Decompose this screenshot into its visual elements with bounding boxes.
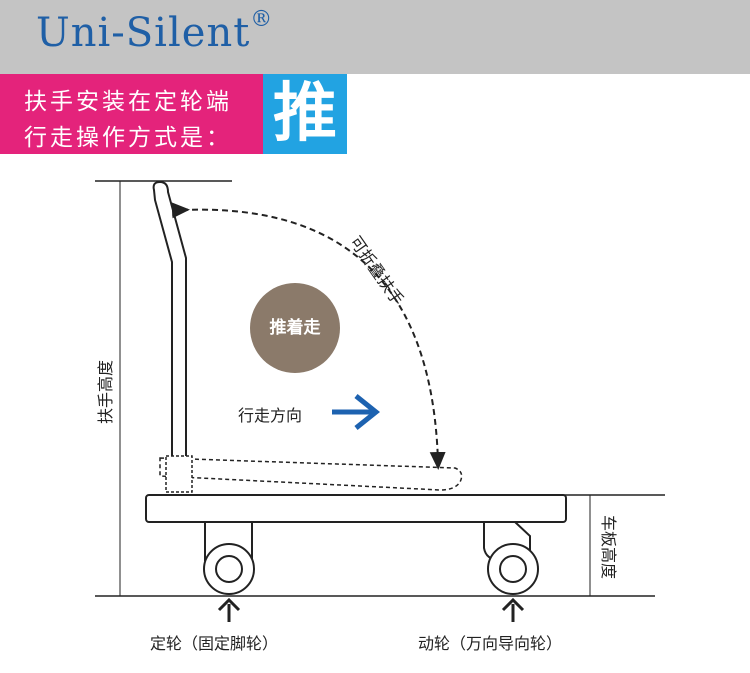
registered-mark: ® (250, 6, 274, 32)
trolley-deck (145, 494, 567, 523)
walk-badge-label: 推着走 (269, 318, 321, 338)
brand-logo: Uni-Silent® (36, 6, 274, 56)
fold-arc (171, 202, 446, 470)
walk-badge: 推着走 (250, 283, 340, 373)
brand-name: Uni-Silent (36, 10, 251, 56)
direction-arrow-icon (332, 394, 381, 430)
folded-handle-outline (159, 457, 463, 491)
header-bar: Uni-Silent® (0, 0, 750, 74)
swivel-wheel-arrow (501, 597, 525, 622)
banner-line-2: 行走操作方式是： (24, 125, 232, 151)
handle-height-label: 扶手高度 (96, 359, 116, 425)
fixed-wheel-hub (215, 555, 243, 583)
fixed-wheel-arrow (217, 597, 241, 622)
direction-label: 行走方向 (238, 406, 303, 425)
swivel-wheel-label: 动轮（万向导向轮） (418, 634, 563, 653)
banner-line-1: 扶手安装在定轮端 (24, 89, 232, 115)
push-character: 推 (273, 77, 337, 151)
trolley-handle (152, 180, 187, 489)
push-badge: 推 (263, 74, 347, 154)
handle-hinge (165, 455, 193, 493)
swivel-wheel-hub (499, 555, 527, 583)
fixed-wheel-label: 定轮（固定脚轮） (150, 634, 279, 653)
info-banner: 扶手安装在定轮端 行走操作方式是： (0, 74, 263, 154)
deck-height-label: 车板高度 (599, 514, 619, 580)
